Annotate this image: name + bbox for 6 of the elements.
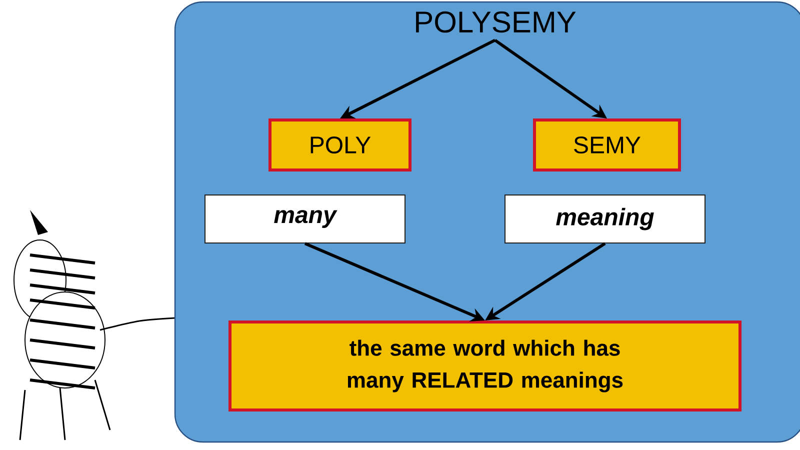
title-text: POLYSEMY [416, 11, 576, 33]
term-box: POLY [268, 118, 412, 172]
meaning-box: meaning [504, 194, 706, 244]
term-box: SEMY [533, 118, 681, 172]
meaning-box: many [204, 194, 406, 244]
term-box: the same word which has many RELATED meanings [228, 320, 742, 412]
